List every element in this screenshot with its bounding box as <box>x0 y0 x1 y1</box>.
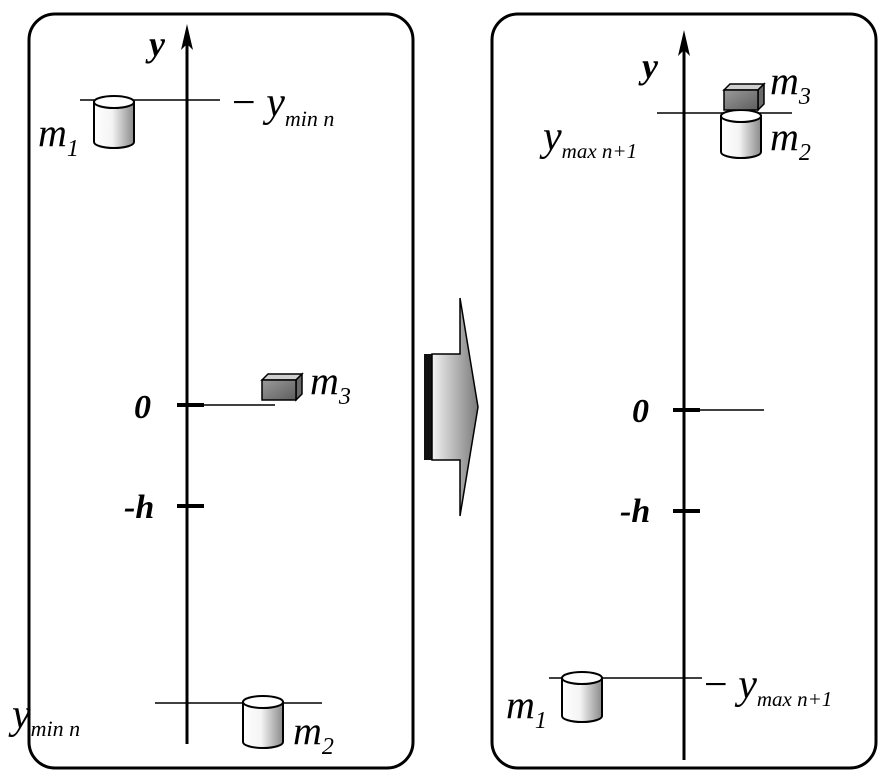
left-m2-cylinder <box>242 695 284 749</box>
right-y-axis-arrowhead <box>678 30 690 56</box>
left-tick-zero-label: 0 <box>134 389 151 426</box>
left-y-axis-arrowhead <box>181 24 193 50</box>
left-bottom-level-label: ymin n <box>8 692 80 741</box>
transition-arrow-head <box>431 297 479 517</box>
right-m1-cylinder <box>561 671 603 723</box>
right-bottom-level-label: − ymax n+1 <box>704 662 832 711</box>
left-panel-frame <box>27 12 415 770</box>
left-axis-label: y <box>145 24 166 64</box>
right-panel: y 0 -h m2 m3 ymax n+1 <box>490 12 878 770</box>
left-panel: y 0 -h m1 − ymin n m3 <box>8 12 415 770</box>
right-m1-label: m1 <box>506 682 547 734</box>
left-m2-label: m2 <box>293 708 334 760</box>
left-m3-box <box>260 372 304 402</box>
right-tick-zero-label: 0 <box>632 393 649 430</box>
right-m2-cylinder <box>720 109 762 159</box>
left-tick-minus-h-label: -h <box>124 489 154 526</box>
right-m2-label: m2 <box>770 114 811 166</box>
left-m1-label: m1 <box>38 110 79 162</box>
right-top-level-label: ymax n+1 <box>539 114 637 163</box>
transition-arrow <box>424 297 479 517</box>
right-tick-minus-h-label: -h <box>620 493 650 530</box>
right-m3-label: m3 <box>770 58 811 110</box>
left-m3-label: m3 <box>310 358 351 410</box>
right-axis-label: y <box>638 46 659 86</box>
left-top-level-label: − ymin n <box>232 80 334 131</box>
right-panel-frame <box>490 12 878 770</box>
transition-arrow-bar <box>424 354 432 460</box>
left-m1-cylinder <box>93 95 135 149</box>
right-m3-box <box>722 82 766 112</box>
